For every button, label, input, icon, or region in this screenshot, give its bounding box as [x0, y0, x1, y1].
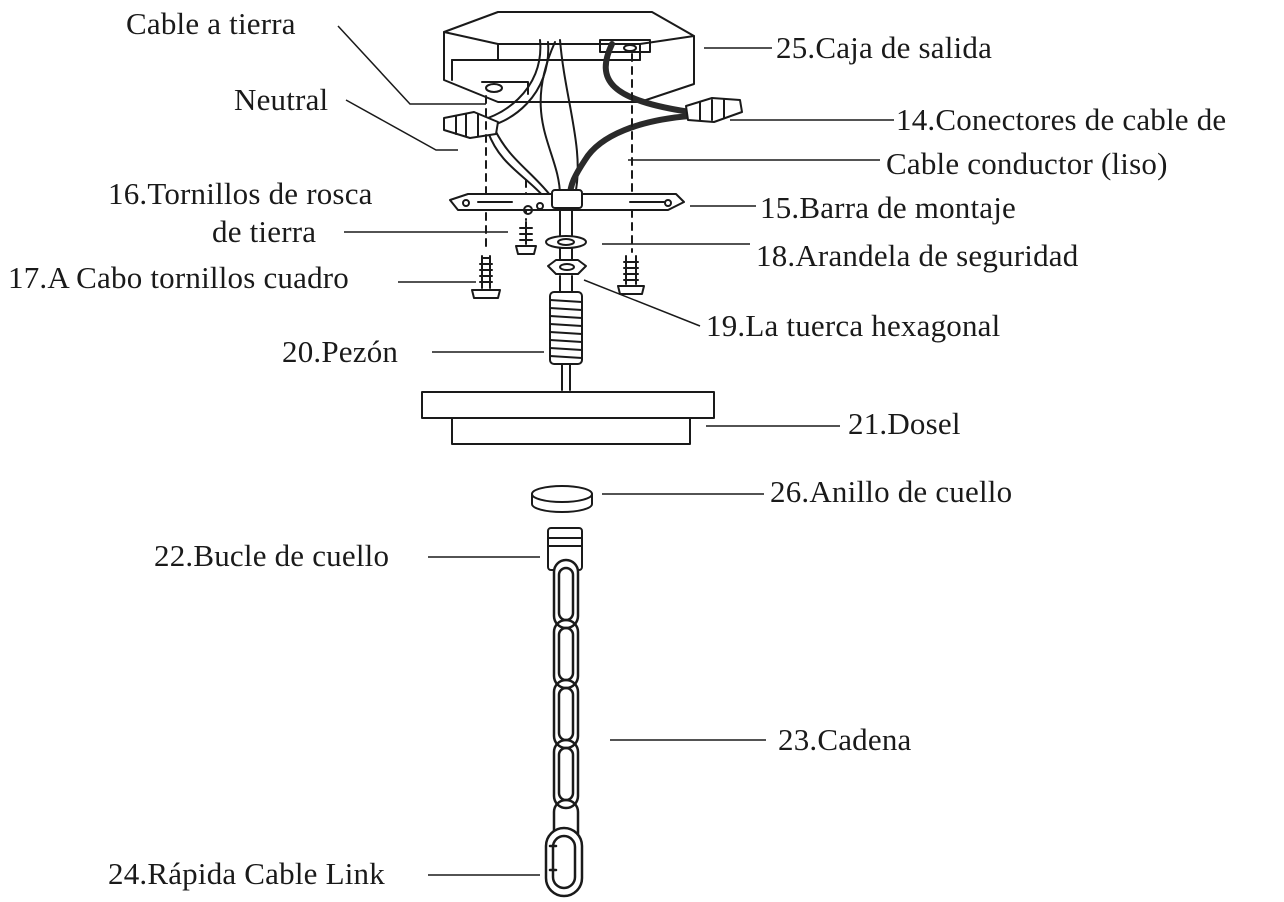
mounting-bar — [449, 189, 685, 215]
canopy — [421, 391, 715, 445]
black-wires — [567, 41, 693, 199]
quick-link — [544, 826, 584, 898]
collar-loop — [547, 527, 583, 571]
label-pezon: 20.Pezón — [282, 334, 399, 369]
label-rapida-cable-link: 24.Rápida Cable Link — [108, 856, 385, 891]
center-rod — [559, 207, 573, 263]
nipple — [549, 275, 583, 391]
mounting-screw-right — [617, 255, 645, 295]
label-conectores: 14.Conectores de cable de — [896, 102, 1227, 137]
lock-washer — [545, 235, 587, 249]
ground-screw — [515, 221, 537, 255]
label-dosel: 21.Dosel — [848, 406, 961, 441]
hex-nut — [547, 259, 587, 275]
mounting-screw-left — [471, 255, 501, 299]
label-anillo-de-cuello: 26.Anillo de cuello — [770, 474, 1013, 509]
label-cadena: 23.Cadena — [778, 722, 912, 757]
label-cabo-tornillos: 17.A Cabo tornillos cuadro — [8, 260, 349, 295]
label-neutral: Neutral — [234, 82, 329, 117]
leader-lines — [337, 25, 894, 876]
wire-connector-left — [443, 111, 499, 139]
label-tuerca-hexagonal: 19.La tuerca hexagonal — [706, 308, 1001, 343]
collar-ring — [531, 485, 593, 513]
label-tornillos-rosca-1: 16.Tornillos de rosca — [108, 176, 373, 211]
chain — [552, 558, 580, 852]
label-barra-de-montaje: 15.Barra de montaje — [760, 190, 1017, 225]
wire-connector-right — [685, 97, 743, 123]
label-arandela: 18.Arandela de seguridad — [756, 238, 1079, 273]
label-caja-de-salida: 25.Caja de salida — [776, 30, 993, 65]
label-tornillos-rosca-2: de tierra — [212, 214, 317, 249]
label-bucle-de-cuello: 22.Bucle de cuello — [154, 538, 390, 573]
label-cable-conductor: Cable conductor (liso) — [886, 146, 1168, 181]
outlet-box — [443, 11, 695, 103]
label-cable-a-tierra: Cable a tierra — [126, 6, 296, 41]
